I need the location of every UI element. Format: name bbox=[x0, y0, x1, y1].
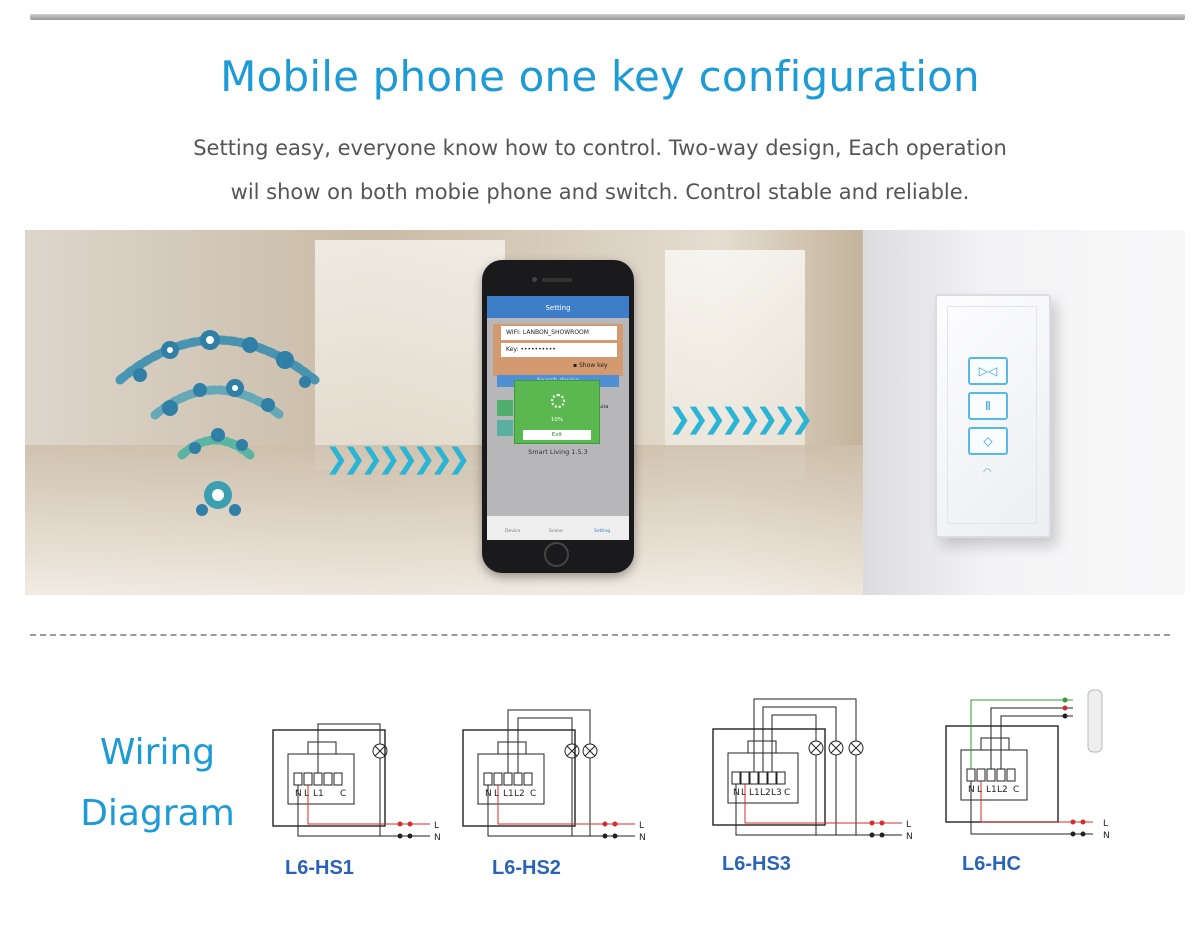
phone-home-button[interactable] bbox=[544, 542, 569, 567]
model-label-hs2: L6-HS2 bbox=[492, 857, 561, 879]
live-label-hs3: L bbox=[906, 820, 911, 830]
subtitle-line-2: wil show on both mobie phone and switch.… bbox=[230, 180, 970, 204]
window-left bbox=[315, 240, 505, 470]
neutral-label-hs2: N bbox=[639, 833, 646, 843]
wiring-diagram-hs2: N L L1 L2 C L N bbox=[462, 709, 646, 843]
key-field[interactable]: Key: •••••••••• bbox=[501, 343, 617, 357]
terminal-l1-label: L1 bbox=[749, 788, 760, 798]
curtain-open-close-icon[interactable]: ▷◁ bbox=[968, 357, 1008, 385]
terminal-l-label: L bbox=[741, 788, 746, 798]
smart-wall-switch: ▷◁ Ⅱ ◇ ◠ bbox=[935, 294, 1051, 538]
terminal-l-label: L bbox=[304, 789, 309, 799]
wiring-diagram-hs3: N L L1 L2 L3 C L N bbox=[712, 698, 913, 842]
device-icon bbox=[497, 400, 513, 416]
neutral-label-hs1: N bbox=[434, 833, 441, 843]
terminal-c-label: C bbox=[340, 789, 346, 799]
loading-spinner-icon bbox=[551, 394, 565, 408]
section-divider-dashed bbox=[30, 634, 1170, 636]
wifi-value: LANBON_SHOWROOM bbox=[522, 329, 589, 336]
wifi-label: WIFI: bbox=[506, 329, 521, 336]
key-label: Key: bbox=[506, 346, 519, 353]
region-label: Asia bbox=[597, 404, 609, 410]
wiring-title-line-1: Wiring bbox=[99, 732, 216, 773]
model-label-hs1: L6-HS1 bbox=[285, 857, 354, 879]
curtain-motor-icon bbox=[1087, 689, 1103, 753]
exit-button[interactable]: Exit bbox=[523, 430, 591, 440]
wiring-title-line-2: Diagram bbox=[80, 793, 235, 834]
window-right bbox=[665, 250, 805, 480]
terminal-l-label: L bbox=[977, 785, 982, 795]
show-key-checkbox[interactable]: ▪ Show key bbox=[573, 362, 608, 369]
neutral-label-hc: N bbox=[1103, 831, 1110, 841]
tab-scene[interactable]: Scene bbox=[549, 529, 563, 534]
terminal-c-label: C bbox=[530, 789, 536, 799]
progress-percent: 10% bbox=[550, 417, 564, 423]
show-key-label: Show key bbox=[578, 362, 608, 369]
terminal-l-label: L bbox=[494, 789, 499, 799]
subtitle-line-1: Setting easy, everyone know how to contr… bbox=[193, 136, 1007, 160]
pause-icon[interactable]: Ⅱ bbox=[968, 392, 1008, 420]
key-value: •••••••••• bbox=[520, 346, 556, 353]
terminal-l1-label: L1 bbox=[313, 789, 324, 799]
live-label-hs2: L bbox=[639, 821, 644, 831]
wiring-diagram-hc: N L L1 L2 C L N bbox=[945, 689, 1110, 841]
app-tab-bar: Device Scene Setting bbox=[487, 516, 629, 540]
terminal-c-label: C bbox=[784, 788, 790, 798]
phone-camera bbox=[532, 277, 537, 282]
wifi-gears-icon bbox=[115, 330, 320, 516]
top-divider-bar bbox=[30, 14, 1185, 20]
live-label-hc: L bbox=[1103, 819, 1108, 829]
phone-speaker bbox=[542, 278, 572, 282]
app-header: Setting bbox=[487, 296, 629, 318]
neutral-label-hs3: N bbox=[906, 832, 913, 842]
terminal-l1-label: L1 bbox=[986, 785, 997, 795]
terminal-l2-label: L2 bbox=[514, 789, 525, 799]
wiring-diagram-hs1: N L L1 C L N bbox=[272, 723, 441, 843]
config-progress-dialog: 10% Exit bbox=[514, 380, 600, 444]
tab-setting[interactable]: Setting bbox=[594, 529, 611, 534]
phone-screen: Setting WIFI: LANBON_SHOWROOM Key: •••••… bbox=[487, 296, 629, 540]
live-label-hs1: L bbox=[434, 821, 439, 831]
wifi-icon: ◠ bbox=[983, 467, 992, 478]
book-icon bbox=[497, 420, 513, 436]
arrow-chevrons-left-icon: ❯❯❯❯❯❯❯❯ bbox=[325, 442, 471, 475]
model-label-hc: L6-HC bbox=[962, 853, 1021, 875]
page-title: Mobile phone one key configuration bbox=[220, 52, 980, 101]
tab-device[interactable]: Device bbox=[505, 529, 521, 534]
arrow-chevrons-right-icon: ❯❯❯❯❯❯❯❯ bbox=[668, 402, 814, 435]
switch-glass-panel: ▷◁ Ⅱ ◇ ◠ bbox=[947, 306, 1037, 524]
wifi-field[interactable]: WIFI: LANBON_SHOWROOM bbox=[501, 326, 617, 340]
app-version: Smart Living 1.5.3 bbox=[528, 448, 588, 456]
terminal-l2-label: L2 bbox=[760, 788, 771, 798]
room-floor bbox=[25, 445, 865, 595]
terminal-c-label: C bbox=[1013, 785, 1019, 795]
terminal-l3-label: L3 bbox=[771, 788, 782, 798]
curtain-toggle-icon[interactable]: ◇ bbox=[968, 427, 1008, 455]
model-label-hs3: L6-HS3 bbox=[722, 853, 791, 875]
terminal-l1-label: L1 bbox=[503, 789, 514, 799]
terminal-l2-label: L2 bbox=[997, 785, 1008, 795]
